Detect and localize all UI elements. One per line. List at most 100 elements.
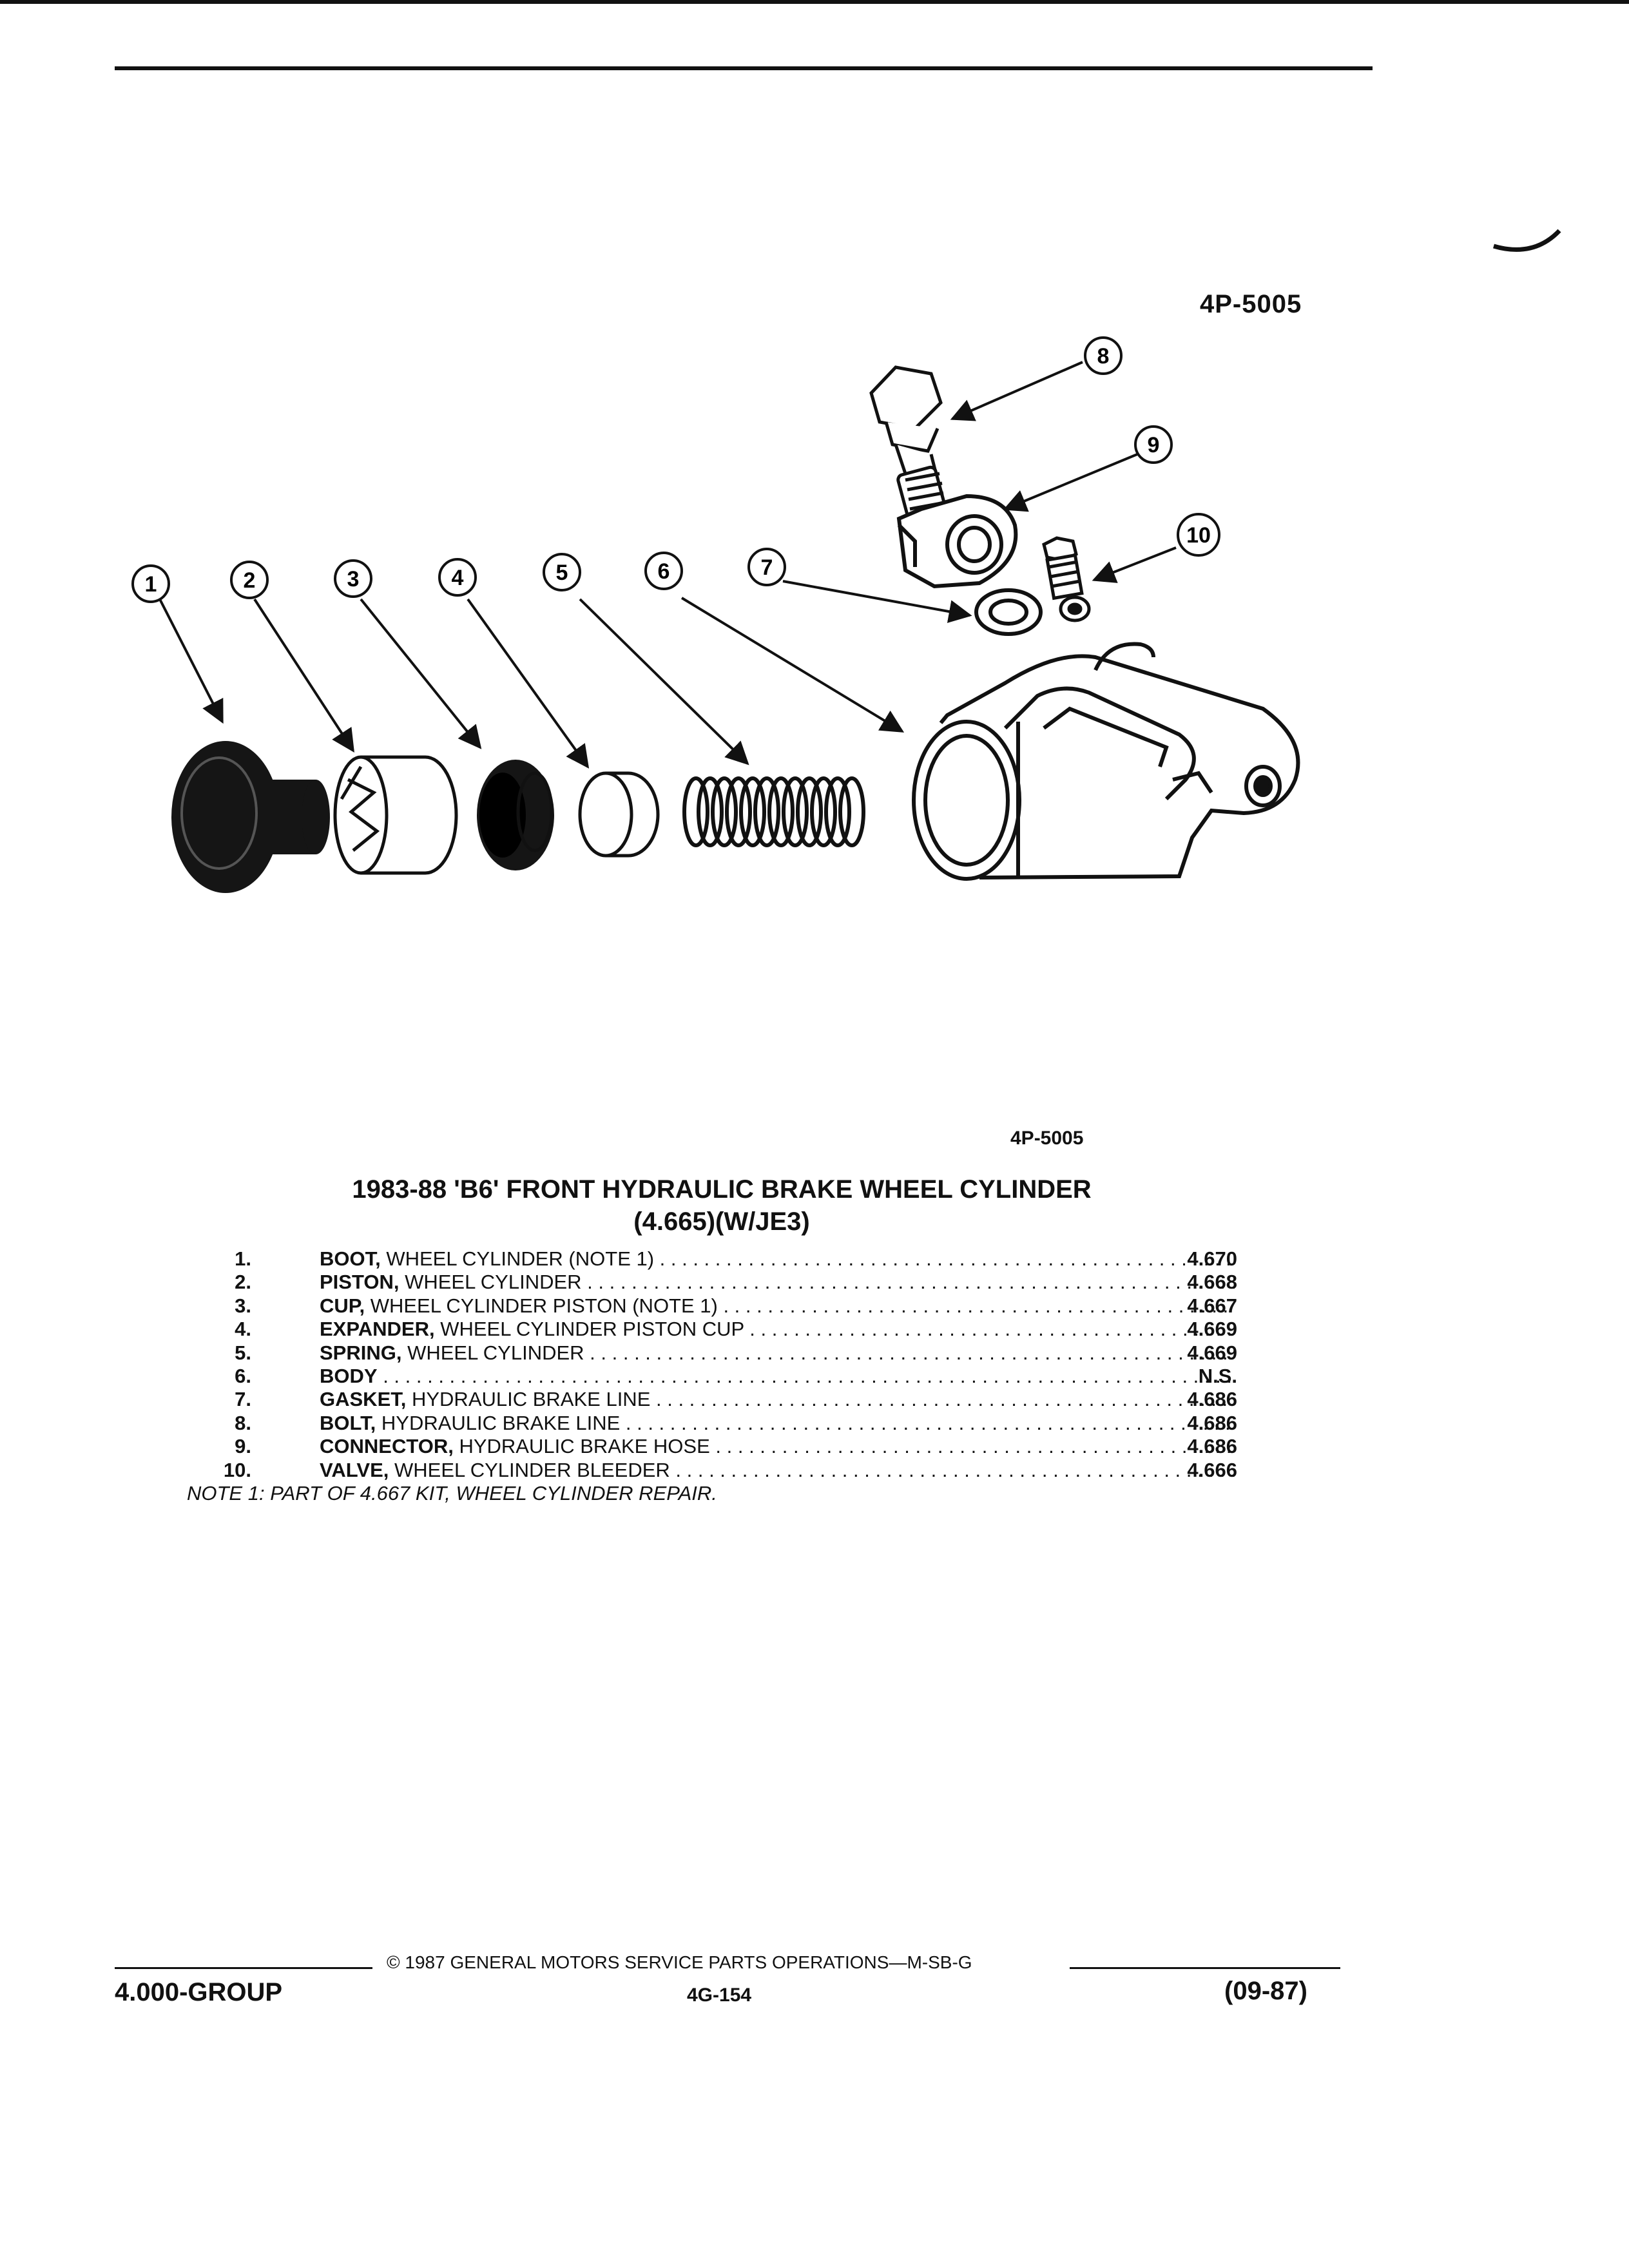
part-reference: 4.686	[1187, 1435, 1237, 1458]
part-gasket	[974, 588, 1043, 636]
part-number: 5.	[235, 1341, 251, 1364]
dot-leader: . . . . . . . . . . . . . . . . . . . . …	[590, 1341, 1235, 1364]
part-number: 9.	[235, 1435, 251, 1458]
part-detail: HYDRAULIC BRAKE HOSE	[459, 1435, 710, 1458]
leader-lines	[159, 361, 1177, 769]
spring-coil	[682, 776, 709, 847]
spring-coil	[739, 776, 766, 847]
spring-coil	[796, 776, 823, 847]
figure-code: 4P-5005	[1200, 290, 1302, 318]
part-name: CONNECTOR,	[320, 1435, 454, 1458]
part-name: GASKET,	[320, 1388, 407, 1411]
table-row: 7. GASKET, HYDRAULIC BRAKE LINE . . . . .…	[155, 1388, 1237, 1411]
spring-coil	[753, 776, 780, 847]
part-connector	[896, 494, 1018, 589]
dot-leader: . . . . . . . . . . . . . . . . . . . . …	[625, 1411, 1235, 1434]
part-detail: WHEEL CYLINDER PISTON (NOTE 1)	[370, 1294, 718, 1317]
callout-8: 8	[1084, 336, 1123, 375]
part-name: PISTON,	[320, 1271, 400, 1294]
part-expander	[578, 771, 660, 858]
part-reference: 4.686	[1187, 1388, 1237, 1411]
part-detail: WHEEL CYLINDER PISTON CUP	[440, 1318, 744, 1341]
svg-text:5: 5	[556, 561, 568, 585]
svg-text:7: 7	[761, 555, 773, 580]
footnote: NOTE 1: PART OF 4.667 KIT, WHEEL CYLINDE…	[187, 1482, 717, 1504]
section-subtitle: (4.665)(W/JE3)	[633, 1207, 810, 1236]
part-reference: N.S.	[1198, 1364, 1237, 1387]
callout-1: 1	[131, 564, 170, 603]
dot-leader: . . . . . . . . . . . . . . . . . . . . …	[723, 1294, 1235, 1317]
part-name: EXPANDER,	[320, 1318, 435, 1341]
svg-text:4: 4	[452, 566, 464, 590]
part-detail: WHEEL CYLINDER	[405, 1271, 582, 1294]
part-name: SPRING,	[320, 1341, 402, 1364]
part-detail: WHEEL CYLINDER (NOTE 1)	[386, 1247, 655, 1270]
spring-coil	[711, 776, 738, 847]
svg-text:6: 6	[658, 559, 670, 584]
header-rule	[115, 66, 1373, 70]
footer-rule-right	[1070, 1967, 1340, 1969]
part-body	[912, 642, 1300, 881]
part-name: BOLT,	[320, 1411, 376, 1434]
part-number: 6.	[235, 1364, 251, 1387]
table-row: 8.BOLT, HYDRAULIC BRAKE LINE . . . . . .…	[155, 1412, 1237, 1435]
part-bleeder-valve	[1042, 536, 1091, 622]
part-description: CONNECTOR, HYDRAULIC BRAKE HOSE . . . . …	[320, 1435, 1235, 1458]
part-detail: WHEEL CYLINDER	[407, 1341, 584, 1364]
dot-leader: . . . . . . . . . . . . . . . . . . . . …	[749, 1318, 1235, 1341]
part-detail: HYDRAULIC BRAKE LINE	[381, 1411, 621, 1434]
group-label: 4.000-GROUP	[115, 1978, 283, 2006]
part-name: BOOT,	[320, 1247, 381, 1270]
callout-3: 3	[334, 559, 372, 598]
callout-4: 4	[438, 558, 477, 597]
part-piston	[333, 755, 458, 875]
part-reference: 4.668	[1187, 1271, 1237, 1294]
svg-text:1: 1	[145, 572, 157, 597]
part-number: 4.	[235, 1318, 251, 1341]
svg-text:10: 10	[1186, 523, 1211, 548]
part-number: 1.	[235, 1247, 251, 1270]
svg-text:2: 2	[244, 568, 256, 593]
part-name: BODY	[320, 1364, 378, 1387]
spring-coil	[697, 776, 724, 847]
part-name: CUP,	[320, 1294, 365, 1317]
part-reference: 4.667	[1187, 1294, 1237, 1317]
copyright-line: © 1987 GENERAL MOTORS SERVICE PARTS OPER…	[387, 1952, 972, 1972]
dot-leader: . . . . . . . . . . . . . . . . . . . . …	[675, 1458, 1235, 1481]
dot-leader: . . . . . . . . . . . . . . . . . . . . …	[659, 1247, 1235, 1270]
part-reference: 4.686	[1187, 1411, 1237, 1434]
part-reference: 4.669	[1187, 1318, 1237, 1341]
part-detail: WHEEL CYLINDER BLEEDER	[394, 1458, 670, 1481]
part-number: 7.	[235, 1388, 251, 1411]
footer-rule-left	[115, 1967, 372, 1969]
part-description: SPRING, WHEEL CYLINDER . . . . . . . . .…	[320, 1341, 1235, 1365]
page-number: 4G-154	[687, 1984, 752, 2006]
part-bolt	[869, 365, 947, 521]
dot-leader: . . . . . . . . . . . . . . . . . . . . …	[655, 1388, 1235, 1411]
part-description: GASKET, HYDRAULIC BRAKE LINE . . . . . .…	[320, 1388, 1235, 1411]
table-row: 5. SPRING, WHEEL CYLINDER . . . . . . . .…	[155, 1341, 1237, 1365]
part-reference: 4.666	[1187, 1458, 1237, 1481]
part-cup	[477, 760, 554, 870]
spring-coil	[767, 776, 795, 847]
part-description: BOLT, HYDRAULIC BRAKE LINE . . . . . . .…	[320, 1412, 1235, 1435]
revision-date: (09-87)	[1224, 1977, 1307, 2005]
table-row: 1. BOOT, WHEEL CYLINDER (NOTE 1) . . . . …	[155, 1247, 1237, 1271]
part-name: VALVE,	[320, 1458, 389, 1481]
part-number: 10.	[223, 1458, 251, 1481]
callout-5: 5	[543, 553, 581, 591]
spring-coil	[810, 776, 837, 847]
callout-6: 6	[644, 552, 683, 590]
part-description: PISTON, WHEEL CYLINDER . . . . . . . . .…	[320, 1271, 1235, 1294]
part-reference: 4.670	[1187, 1247, 1237, 1270]
svg-text:8: 8	[1097, 344, 1110, 369]
figure-code-caption: 4P-5005	[1010, 1128, 1084, 1149]
exploded-diagram: 1 2 3 4 5 6 7 8 9 10	[131, 229, 1561, 893]
table-row: 4. EXPANDER, WHEEL CYLINDER PISTON CUP . …	[155, 1318, 1237, 1341]
parts-list: 1. BOOT, WHEEL CYLINDER (NOTE 1) . . . . …	[155, 1247, 1237, 1482]
part-description: VALVE, WHEEL CYLINDER BLEEDER . . . . . …	[320, 1459, 1235, 1482]
callout-7: 7	[747, 548, 786, 586]
part-description: BODY . . . . . . . . . . . . . . . . . .…	[320, 1365, 1235, 1388]
dot-leader: . . . . . . . . . . . . . . . . . . . . …	[383, 1364, 1235, 1387]
dot-leader: . . . . . . . . . . . . . . . . . . . . …	[715, 1435, 1235, 1458]
